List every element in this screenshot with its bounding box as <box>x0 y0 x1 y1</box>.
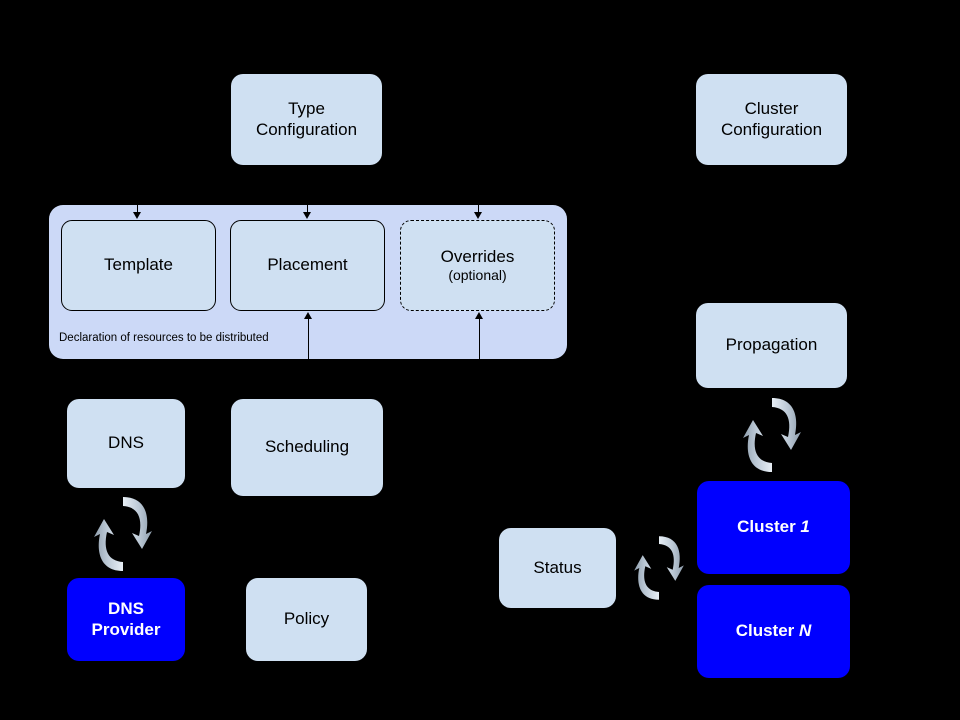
node-dns-provider-label: DNS Provider <box>91 598 161 639</box>
connector-policy-to-overrides-arrow <box>475 312 483 319</box>
connector-scheduling-to-placement-arrow <box>304 312 312 319</box>
node-scheduling-label: Scheduling <box>264 437 350 457</box>
node-dns-provider[interactable]: DNS Provider <box>67 578 185 661</box>
node-template-label: Template <box>104 255 173 275</box>
node-cluster-n-label: Cluster N <box>697 621 850 642</box>
node-cluster-1-emphasis: 1 <box>800 517 810 537</box>
node-cluster-configuration[interactable]: Cluster Configuration <box>696 74 847 165</box>
node-type-configuration[interactable]: Type Configuration <box>231 74 382 165</box>
node-cluster-1-label: Cluster 1 <box>697 517 850 538</box>
group-declaration-caption: Declaration of resources to be distribut… <box>59 332 269 344</box>
node-cluster-1[interactable]: Cluster 1 <box>697 481 850 574</box>
connector-type-config-to-placement-line <box>307 199 308 213</box>
connector-type-config-to-template-line <box>137 199 138 213</box>
node-dns-label: DNS <box>108 433 144 453</box>
node-overrides-sublabel: (optional) <box>448 267 507 284</box>
node-scheduling[interactable]: Scheduling <box>231 399 383 496</box>
connector-dns-to-dns-provider-cycle-icon <box>88 493 158 575</box>
node-cluster-1-prefix: Cluster <box>737 517 801 537</box>
node-cluster-n[interactable]: Cluster N <box>697 585 850 678</box>
node-policy[interactable]: Policy <box>246 578 367 661</box>
node-dns[interactable]: DNS <box>67 399 185 488</box>
node-placement[interactable]: Placement <box>230 220 385 311</box>
node-cluster-configuration-label: Cluster Configuration <box>720 98 823 139</box>
connector-type-config-to-overrides-line <box>478 199 479 213</box>
connector-policy-to-overrides-line <box>479 318 480 359</box>
connector-scheduling-to-placement-line <box>308 318 309 359</box>
connector-status-to-clusters-cycle-icon <box>629 527 689 609</box>
node-placement-label: Placement <box>267 255 348 275</box>
node-cluster-n-emphasis: N <box>799 621 812 641</box>
connector-type-config-to-placement-arrow <box>303 212 311 219</box>
connector-type-config-to-template-arrow <box>133 212 141 219</box>
connector-type-config-to-overrides-arrow <box>474 212 482 219</box>
node-cluster-n-prefix: Cluster <box>735 621 799 641</box>
node-status[interactable]: Status <box>499 528 616 608</box>
node-status-label: Status <box>533 557 582 577</box>
node-propagation[interactable]: Propagation <box>696 303 847 388</box>
node-type-configuration-label: Type Configuration <box>255 98 358 139</box>
node-template[interactable]: Template <box>61 220 216 311</box>
node-propagation-label: Propagation <box>725 335 818 355</box>
node-overrides[interactable]: Overrides (optional) <box>400 220 555 311</box>
node-policy-label: Policy <box>283 609 330 629</box>
node-overrides-label: Overrides <box>440 246 515 266</box>
connector-propagation-to-cluster-cycle-icon <box>737 394 807 476</box>
